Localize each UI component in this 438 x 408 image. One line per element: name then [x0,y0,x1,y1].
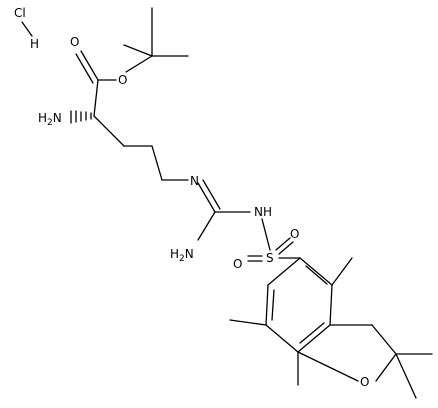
c-n-double-bond-a [197,182,216,213]
methyl-bond-c4 [331,257,353,286]
hydrogen-label: H [30,37,39,51]
alpha-amine-hashed-wedge [70,110,92,124]
ester-oxygen-label: O [118,73,127,87]
guanidine-nh-label: NH [254,205,272,219]
gem-methyl-bond-2 [395,353,417,399]
s-o-right-bond-b [278,241,294,255]
carbonyl-oxygen-label: O [70,35,79,49]
methyl-bond-c6 [229,319,267,326]
imine-nitrogen-label: N [190,174,199,188]
h-cl-bond [21,21,33,37]
c-n-double-bond-b [202,179,221,210]
carbonyl-bond-b [75,53,94,84]
ring-oxygen-label: O [360,375,369,389]
ester-o-tbu-bond [125,55,153,73]
cq-o-bond [375,353,397,382]
sulfonyl-oxygen-right-label: O [290,227,299,241]
guanidine-c-nh2-bond [197,211,216,241]
sulfur-label: S [266,251,274,265]
benzene-ring [265,257,333,353]
tbu-methyl-bond-2 [123,44,153,57]
carbonyl-alpha-bond [93,79,99,117]
sulfonyl-oxygen-left-label: O [233,257,242,271]
carbonyl-bond-a [80,50,99,81]
aryl-o-bond [297,351,359,382]
chain-bond-1 [93,115,125,147]
alpha-amine-label: H2N [38,111,62,128]
guanidine-nh2-label: H2N [170,247,194,264]
s-o-right-bond-a [275,237,291,251]
nh-s-bond [261,218,271,251]
ring-ch2-cq-bond [371,324,397,355]
chain-bond-3 [151,145,163,181]
chlorine-label: Cl [14,6,26,20]
